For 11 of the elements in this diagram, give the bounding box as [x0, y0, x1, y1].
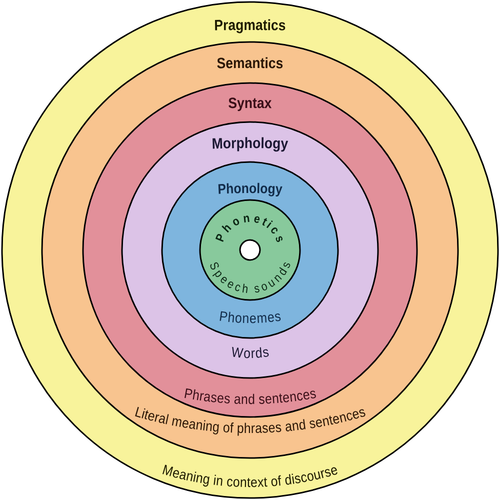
- level-name: Semantics: [217, 57, 283, 68]
- level-name: Phonology: [218, 182, 282, 197]
- level-description: Words: [232, 346, 269, 358]
- level-description: Phonemes: [220, 311, 281, 324]
- center-circle: [239, 239, 261, 261]
- ring: [199, 199, 301, 301]
- level-name: Pragmatics: [215, 19, 286, 34]
- level-name: Syntax: [228, 98, 272, 112]
- level-name: Morphology: [212, 137, 288, 152]
- level-description: Literal meaning of phrases and sentences: [135, 406, 366, 436]
- level-description: Phrases and sentences: [184, 388, 316, 404]
